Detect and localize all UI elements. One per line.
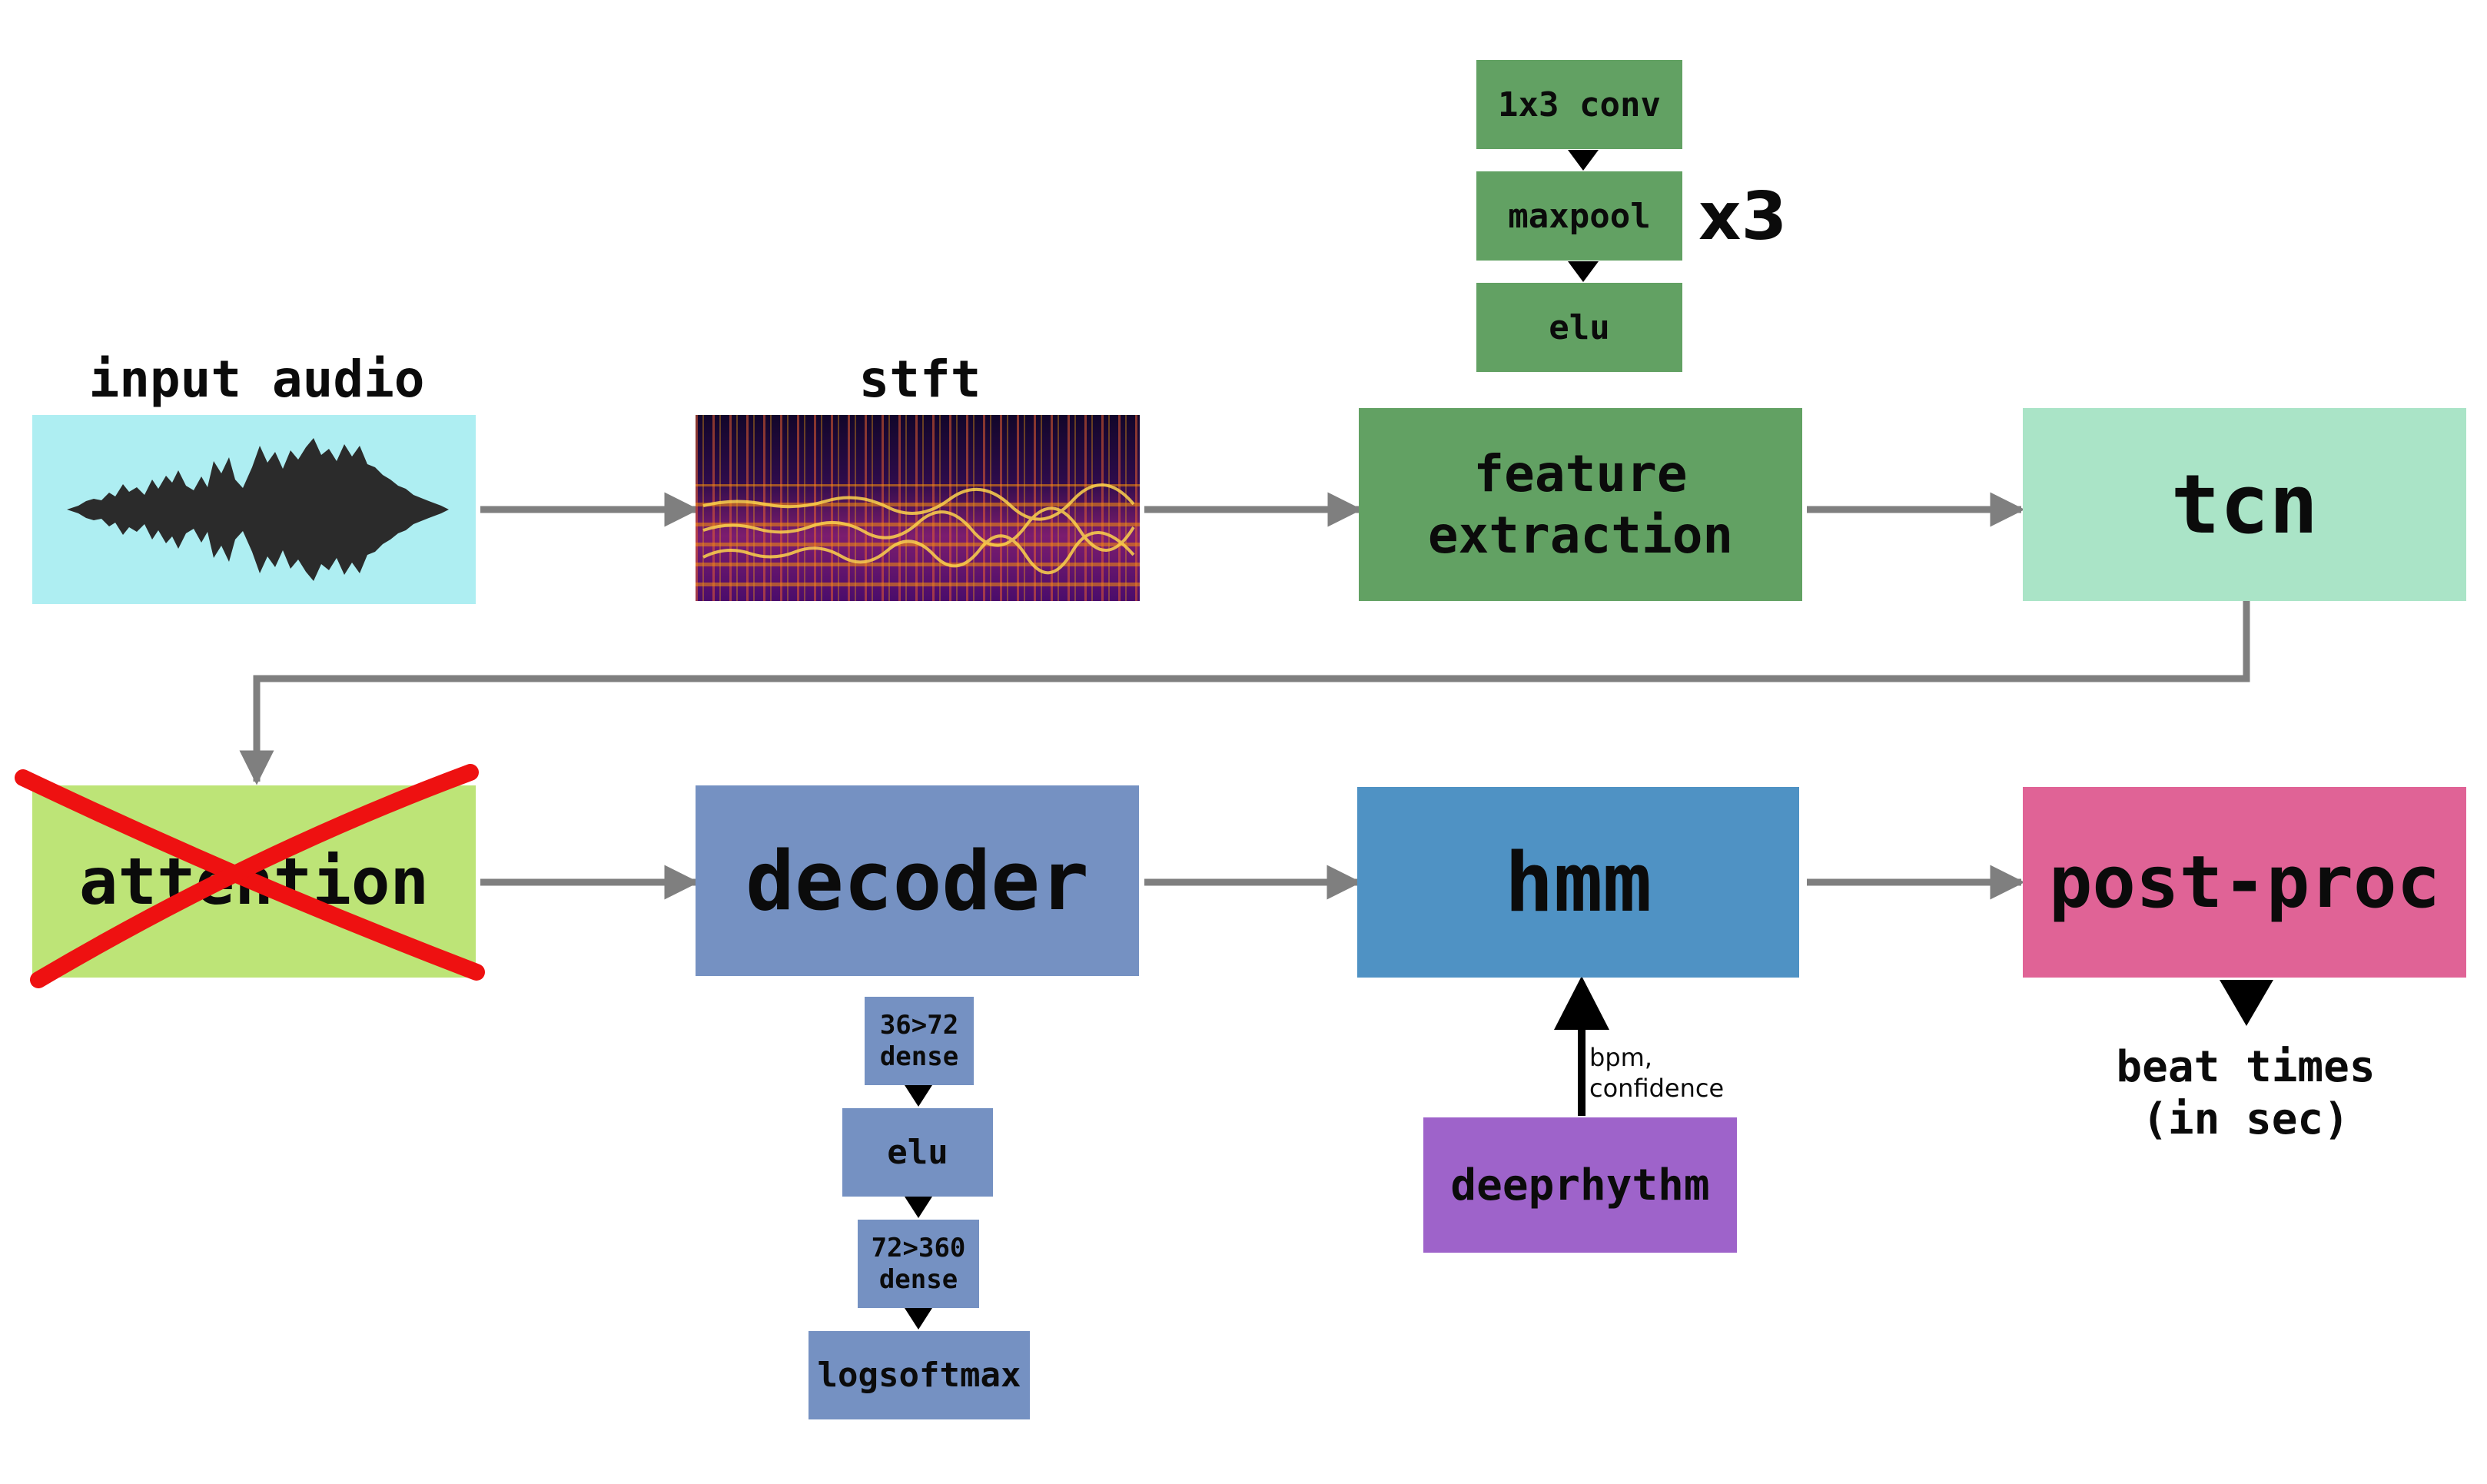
stft-label: stft xyxy=(858,350,981,409)
elu-top-node[interactable]: elu xyxy=(1476,283,1682,372)
edge-conv-to-maxpool-head xyxy=(1568,150,1599,171)
input-audio-node[interactable] xyxy=(32,415,476,604)
edge-postproc-to-output-head xyxy=(2220,980,2273,1026)
tcn-node[interactable]: tcn xyxy=(2023,408,2466,601)
dense1-node[interactable]: 36>72 dense xyxy=(865,997,974,1085)
stft-node[interactable] xyxy=(696,415,1140,601)
maxpool-node[interactable]: maxpool xyxy=(1476,171,1682,261)
elu-bottom-node[interactable]: elu xyxy=(842,1108,993,1197)
decoder-node[interactable]: decoder xyxy=(696,785,1139,976)
spectrogram-image xyxy=(696,415,1140,601)
logsoftmax-node[interactable]: logsoftmax xyxy=(809,1331,1030,1419)
input-audio-label: input audio xyxy=(88,350,425,409)
dense2-node[interactable]: 72>360 dense xyxy=(858,1220,979,1308)
edge-deeprhythm-to-hmm-head xyxy=(1554,976,1609,1030)
output-label: beat times (in sec) xyxy=(2116,1042,2376,1145)
edge-maxpool-to-elu-head xyxy=(1568,261,1599,282)
deeprhythm-edge-label: bpm, confidence xyxy=(1589,1043,1725,1103)
post-proc-node[interactable]: post-proc xyxy=(2023,787,2466,978)
edge-dense2-to-logsoftmax-head xyxy=(905,1308,932,1330)
edge-dense1-to-elu-head xyxy=(905,1085,932,1107)
deeprhythm-node[interactable]: deeprhythm xyxy=(1423,1117,1737,1253)
edge-tcn-to-attention xyxy=(239,601,2250,785)
edge-elu-to-dense2-head xyxy=(905,1197,932,1218)
attention-node[interactable]: attention xyxy=(32,785,476,978)
hmm-node[interactable]: hmm xyxy=(1357,787,1799,978)
conv-node[interactable]: 1x3 conv xyxy=(1476,60,1682,149)
feature-extraction-node[interactable]: feature extraction xyxy=(1359,408,1802,601)
repeat-label: x3 xyxy=(1698,178,1788,255)
waveform-icon xyxy=(67,438,449,581)
